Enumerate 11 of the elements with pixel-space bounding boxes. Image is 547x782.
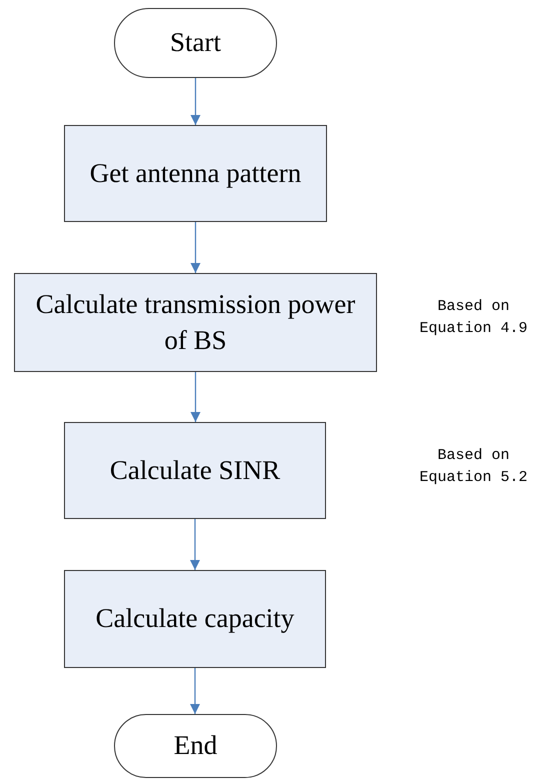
arrow xyxy=(190,372,200,422)
process-box: Get antenna pattern xyxy=(64,125,327,222)
process-box: Calculate SINR xyxy=(64,422,326,519)
arrow xyxy=(190,78,200,125)
arrow xyxy=(190,222,200,273)
arrow xyxy=(190,668,200,714)
arrow xyxy=(190,519,200,570)
side-note: Based on Equation 5.2 xyxy=(418,446,529,488)
side-note: Based on Equation 4.9 xyxy=(418,297,529,339)
process-box: Calculate capacity xyxy=(64,570,326,668)
process-box: Calculate transmission power of BS xyxy=(14,273,377,372)
